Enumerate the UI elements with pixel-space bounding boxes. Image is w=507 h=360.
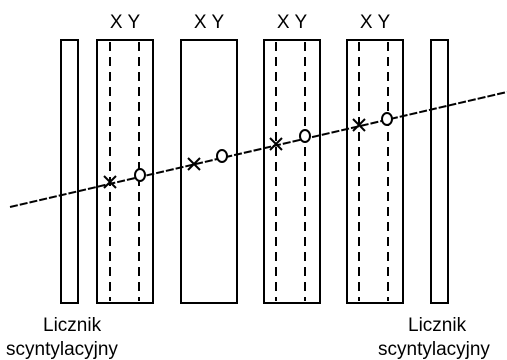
x-hit-marker <box>103 175 117 189</box>
x-hit-marker <box>352 118 366 132</box>
detector-frame <box>263 39 321 304</box>
counter-right-label-line2: scyntylacyjny <box>378 339 490 360</box>
detector-module-3 <box>263 39 321 304</box>
x-hit-marker <box>269 137 283 151</box>
right-scintillator <box>430 39 449 304</box>
y-hit-marker <box>381 112 393 126</box>
y-hit-marker <box>216 149 228 163</box>
detector-module-4 <box>346 39 404 304</box>
detector-frame <box>96 39 154 304</box>
detector-frame <box>346 39 404 304</box>
y-hit-marker <box>134 168 146 182</box>
counter-right-label-line1: Licznik <box>408 315 467 336</box>
x-hit-marker <box>187 157 201 171</box>
y-hit-marker <box>299 129 311 143</box>
counter-left-label-line1: Licznik <box>43 315 102 336</box>
plane-label-3: X Y <box>277 12 308 33</box>
left-scintillator <box>60 39 79 304</box>
plane-label-1: X Y <box>110 12 141 33</box>
hit-markers <box>103 112 393 189</box>
counter-left-label-line2: scyntylacyjny <box>6 339 118 360</box>
plane-label-4: X Y <box>360 12 391 33</box>
particle-track <box>9 91 507 208</box>
detector-frame <box>180 39 238 304</box>
plane-label-2: X Y <box>194 12 225 33</box>
detector-module-2 <box>180 39 238 304</box>
detector-module-1 <box>96 39 154 304</box>
